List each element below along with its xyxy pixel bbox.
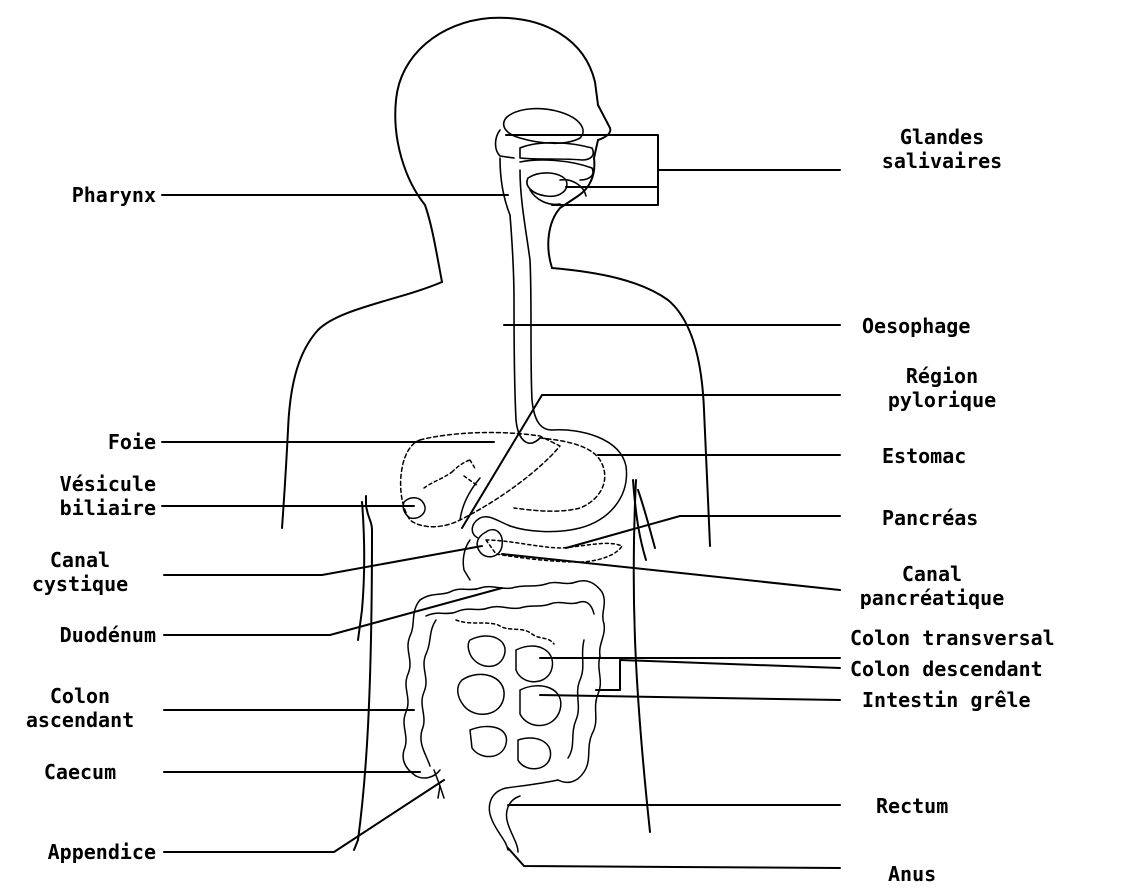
label-line: Oesophage: [862, 314, 970, 338]
label-colon-transversal: Colon transversal: [850, 626, 1055, 650]
leader-colon-descendant: [596, 660, 840, 690]
label-line: Canal: [0, 548, 160, 572]
label-line: pancréatique: [842, 586, 1022, 610]
label-colon-ascendant: Colon ascendant: [0, 684, 160, 732]
oesophagus: [500, 158, 552, 443]
label-line: Foie: [0, 430, 156, 454]
label-estomac: Estomac: [882, 444, 966, 468]
label-pharynx: Pharynx: [0, 183, 156, 207]
label-line: biliaire: [0, 496, 156, 520]
label-line: Vésicule: [0, 472, 156, 496]
label-caecum: Caecum: [0, 760, 160, 784]
label-vesicule-biliaire: Vésicule biliaire: [0, 472, 156, 520]
label-colon-descendant: Colon descendant: [850, 657, 1043, 681]
label-line: Caecum: [0, 760, 160, 784]
liver: [401, 433, 560, 527]
label-appendice: Appendice: [0, 840, 156, 864]
label-line: cystique: [0, 572, 160, 596]
label-foie: Foie: [0, 430, 156, 454]
label-line: Colon: [0, 684, 160, 708]
leader-intestin-grele: [540, 695, 840, 700]
label-line: Estomac: [882, 444, 966, 468]
label-line: Colon transversal: [850, 626, 1055, 650]
leader-anus: [508, 848, 840, 868]
label-line: ascendant: [0, 708, 160, 732]
label-line: Région: [842, 364, 1042, 388]
label-canal-cystique: Canal cystique: [0, 548, 160, 596]
leader-lines: [162, 195, 840, 868]
label-line: Anus: [888, 862, 936, 886]
mouth-region: [496, 109, 841, 205]
label-line: Intestin grêle: [862, 688, 1031, 712]
intestines: [403, 581, 604, 852]
label-rectum: Rectum: [876, 794, 948, 818]
label-line: Glandes: [842, 125, 1042, 149]
label-line: Colon descendant: [850, 657, 1043, 681]
pancreas: [463, 530, 622, 580]
label-canal-pancreatique: Canal pancréatique: [842, 562, 1022, 610]
label-line: Rectum: [876, 794, 948, 818]
label-line: salivaires: [842, 149, 1042, 173]
label-line: Duodénum: [0, 623, 156, 647]
leader-duodenum: [164, 588, 502, 635]
label-line: pylorique: [842, 388, 1042, 412]
leader-region-pylorique: [462, 395, 840, 528]
label-oesophage: Oesophage: [862, 314, 970, 338]
label-line: Pancréas: [882, 506, 978, 530]
leader-canal-pancreatique: [502, 554, 840, 590]
label-pancreas: Pancréas: [882, 506, 978, 530]
label-glandes-salivaires: Glandes salivaires: [842, 125, 1042, 173]
leader-canal-cystique: [164, 546, 482, 575]
leader-appendice: [164, 780, 444, 852]
label-anus: Anus: [888, 862, 936, 886]
label-duodenum: Duodénum: [0, 623, 156, 647]
label-intestin-grele: Intestin grêle: [862, 688, 1031, 712]
label-line: Appendice: [0, 840, 156, 864]
label-line: Canal: [842, 562, 1022, 586]
stomach: [460, 430, 627, 538]
label-line: Pharynx: [0, 183, 156, 207]
label-region-pylorique: Région pylorique: [842, 364, 1042, 412]
